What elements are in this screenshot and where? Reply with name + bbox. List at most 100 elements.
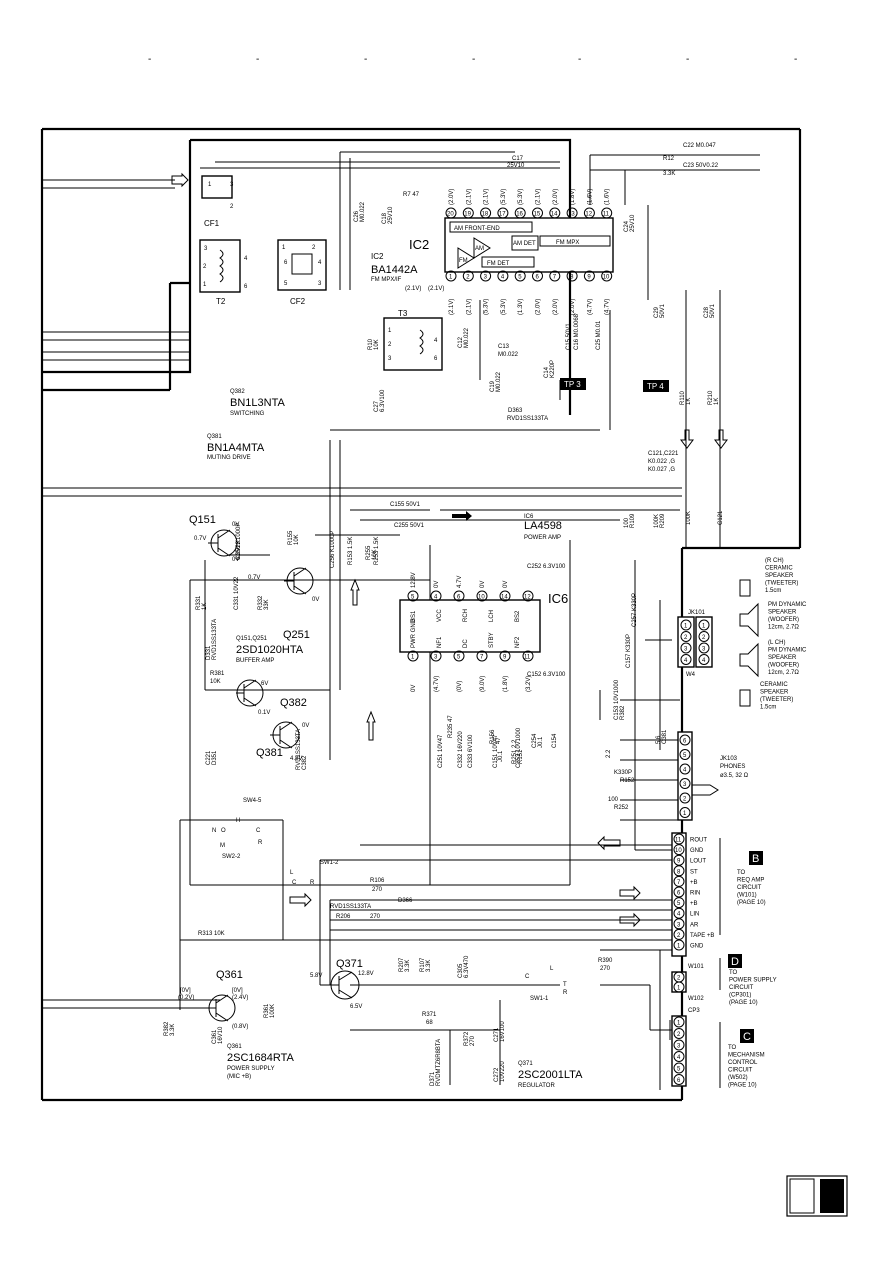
component-value: C13: [498, 344, 510, 350]
jk103-pin: [679, 792, 691, 804]
component-value: R210: [708, 390, 714, 405]
q381-function: MUTING DRIVE: [207, 455, 251, 461]
ic2-pin: [497, 207, 509, 219]
component-value: C333 6V100: [468, 734, 474, 768]
component-value: R235 47: [448, 715, 454, 738]
ic6-pin-voltage: 0V: [480, 581, 486, 588]
ic6-pin-voltage: 4.7V: [457, 576, 463, 588]
w101-pin: [673, 875, 685, 887]
component-value: R10: [368, 338, 374, 350]
svg-text:6.5V: 6.5V: [350, 1004, 362, 1010]
ic2-label: IC2: [409, 237, 429, 252]
w4-pin-number: 3: [702, 647, 706, 653]
page-top-marks: - - - - - - -: [148, 54, 797, 65]
destination-line: CIRCUIT: [737, 885, 762, 891]
component-value: C16 M0.0068: [574, 313, 580, 350]
ic2-pin-number: 4: [501, 275, 505, 281]
w101-pin-label: ROUT: [690, 838, 707, 844]
component-value: C: [256, 828, 261, 834]
component-value: C254: [532, 733, 538, 748]
component-value: R255: [366, 545, 372, 560]
ic6-pin: [407, 590, 419, 602]
cp3-pin-number: 2: [677, 1032, 681, 1038]
w101-pin-label: TAPE +B: [690, 933, 714, 939]
w101-pin-label: +B: [690, 880, 698, 886]
cp3-pin: [673, 1051, 685, 1062]
w4-pin: [698, 642, 710, 654]
svg-text:1: 1: [388, 328, 392, 334]
component-value: C271: [494, 1027, 500, 1042]
ic2-pin-voltage: (2.0V): [570, 299, 576, 315]
jk101-pin-number: 1: [684, 624, 688, 630]
w101-pin-label: GND: [690, 944, 704, 950]
jk103-pin-number: 5: [683, 753, 687, 759]
component-value: C121: [718, 510, 724, 525]
component-value: R151: [518, 749, 524, 764]
q382-function: SWITCHING: [230, 411, 265, 417]
ic2-pin-number: 17: [499, 212, 506, 218]
tp3-marker: [560, 378, 586, 390]
component-value: M0.022: [496, 371, 502, 392]
phones-spec: ø3.5, 32 Ω: [720, 773, 749, 779]
w4-pin: [698, 631, 710, 642]
ic2-pin-voltage: (2.0V): [553, 189, 559, 205]
ic2-ref: IC2: [371, 252, 384, 261]
woofer-r-icon: [739, 602, 759, 638]
ic2-function: FM MPX/IF: [371, 277, 402, 283]
component-value: R109: [630, 513, 636, 528]
component-value: C256 K1000P: [330, 531, 336, 568]
w101-pin-number: 11: [675, 838, 682, 844]
w4-pin-number: 2: [702, 635, 706, 641]
ic6-pin-number: 11: [524, 655, 531, 661]
ic6-pin-number: 7: [480, 655, 484, 661]
top-mark: -: [794, 54, 797, 65]
ic6-pin-voltage: 0V: [503, 581, 509, 588]
speaker-label: 12cm, 2.7Ω: [768, 670, 799, 676]
component-value: 10V220: [500, 1061, 506, 1082]
q151-label: Q151: [189, 514, 216, 526]
svg-text:(0.2V): (0.2V): [178, 995, 194, 1001]
top-mark: -: [148, 54, 151, 65]
component-value: R: [258, 840, 263, 846]
component-value: R107: [420, 957, 426, 972]
destination-line: CIRCUIT: [729, 985, 754, 991]
ic6-pin-label: RCH: [463, 609, 469, 622]
ic2-pin: [566, 270, 578, 282]
component-value: SW4-5: [243, 798, 262, 804]
ic2-pin-voltage: (5.3V): [518, 189, 524, 205]
top-mark: -: [578, 54, 581, 65]
w101-pin-label: +B: [690, 901, 698, 907]
ic2-block: AM: [475, 246, 484, 252]
component-value: 25V10: [507, 163, 525, 169]
ic2-pin-voltage: (2.0V): [449, 189, 455, 205]
component-value: C17: [512, 156, 524, 162]
dest-d-letter: D: [731, 956, 739, 968]
ic2-pin-voltage: (1.8V): [570, 189, 576, 205]
q371-label: Q371: [336, 958, 363, 970]
ic2-pin-voltage: (2.1V): [466, 189, 472, 205]
cp3-pin-number: 5: [677, 1067, 681, 1073]
jk103-body: [677, 731, 693, 821]
top-mark: -: [686, 54, 689, 65]
ic6-pin-label: VCC: [437, 609, 443, 622]
dest-d-badge: [728, 954, 742, 968]
component-value: 50V1: [710, 303, 716, 318]
component-value: R361: [264, 1003, 270, 1018]
component-value: 3.3K: [170, 1024, 176, 1036]
ic6-pin-label: NF1: [437, 636, 443, 648]
component-value: R152: [620, 778, 635, 784]
ic2-pin: [583, 207, 595, 219]
component-value: 100K: [654, 514, 660, 528]
speaker-label: (TWEETER): [765, 581, 798, 587]
jk101-label: JK101: [688, 610, 706, 616]
component-value: R106: [370, 878, 385, 884]
ic6-pin-voltage: (0V): [457, 681, 463, 692]
cf1-label: CF1: [204, 219, 220, 228]
component-value: 270: [372, 887, 383, 893]
ic6-pin: [522, 590, 534, 602]
component-value: N: [212, 828, 216, 834]
q381-part: BN1A4MTA: [207, 442, 265, 454]
svg-text:5.8V: 5.8V: [310, 973, 322, 979]
component-value: R372: [464, 1031, 470, 1046]
q382-label: Q382: [280, 697, 307, 709]
